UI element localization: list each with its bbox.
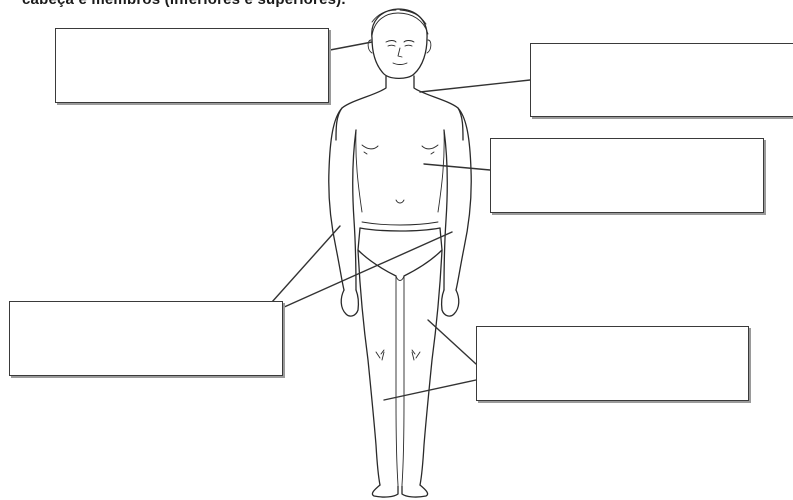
label-box-lower-limbs[interactable] xyxy=(476,326,749,401)
figure-arms xyxy=(329,108,471,316)
label-box-neck[interactable] xyxy=(530,43,793,117)
leader-chest xyxy=(424,164,490,170)
label-box-upper-limbs[interactable] xyxy=(9,301,283,376)
leader-thigh xyxy=(428,320,476,364)
leader-upper-arm-left xyxy=(272,226,340,302)
figure-legs xyxy=(358,250,442,497)
label-box-head[interactable] xyxy=(55,28,329,103)
leader-neck xyxy=(420,80,530,92)
figure-head xyxy=(368,9,431,78)
leader-upper-arm-right xyxy=(282,232,452,308)
label-box-chest[interactable] xyxy=(490,138,764,213)
leader-head xyxy=(330,42,372,50)
